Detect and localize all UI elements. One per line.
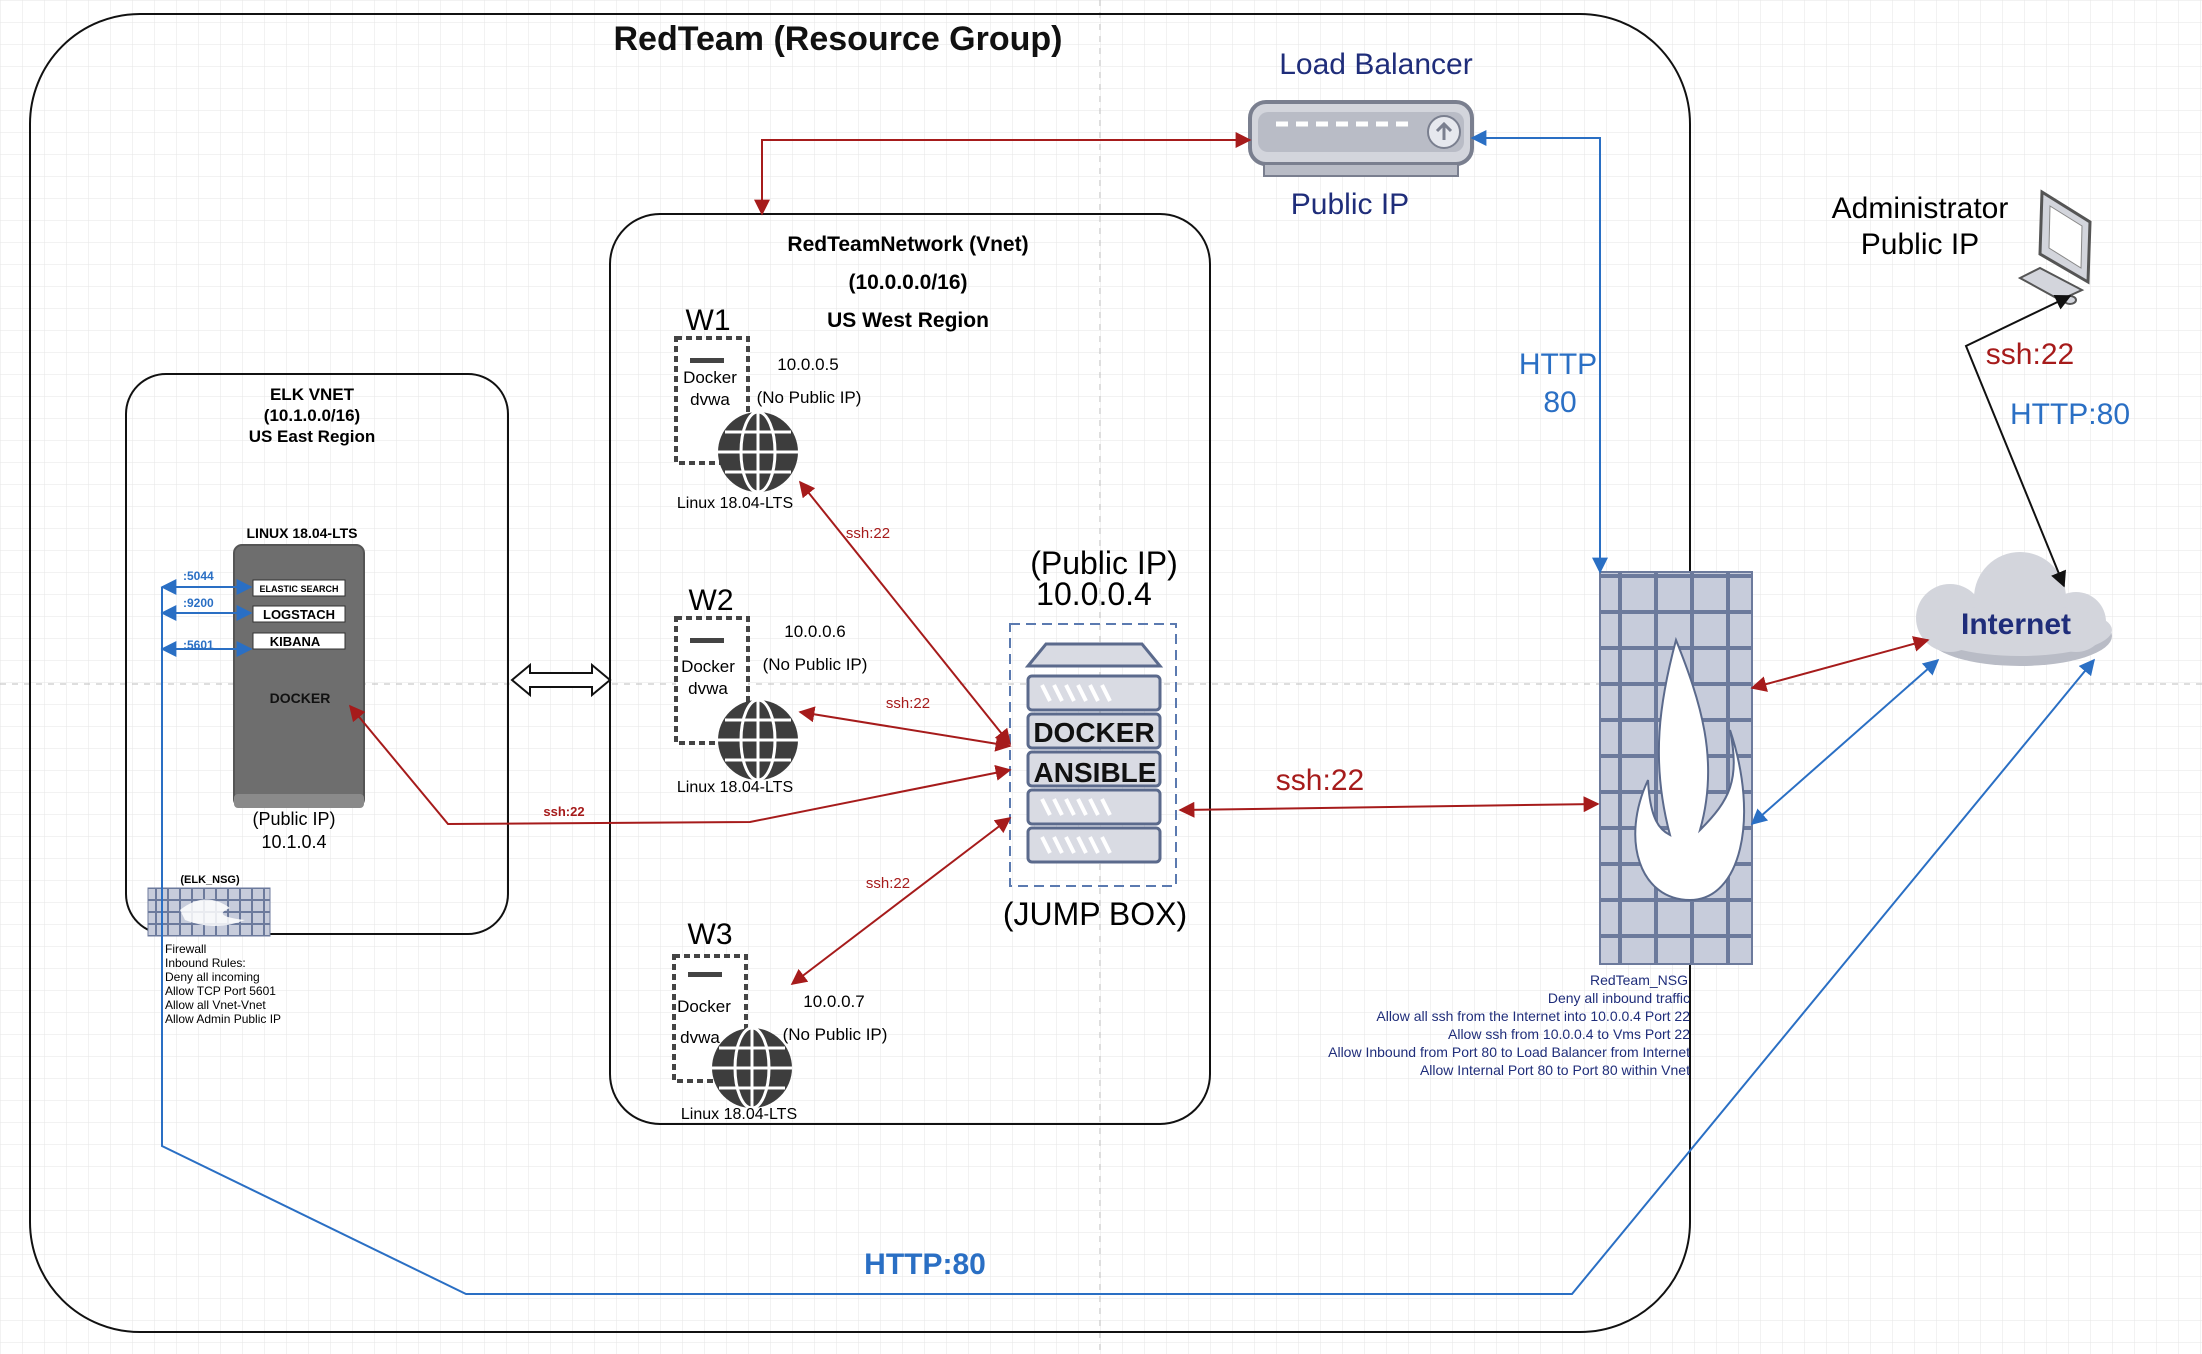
jumpbox-w1-link [798,480,1012,746]
admin-ssh-label: ssh:22 [1986,338,2074,371]
admin-http-label: HTTP:80 [2010,398,2130,431]
redteam-nsg-line-3: Allow all ssh from the Internet into 10.… [1376,1008,1690,1024]
admin-public-ip: Public IP [1861,228,1979,261]
lb-firewall-link [1470,130,1608,574]
jumpbox-top-icon [1024,642,1164,668]
elasticsearch-label: ELASTIC SEARCH [259,584,338,594]
redteam-nsg-line-6: Allow Internal Port 80 to Port 80 within… [1420,1062,1690,1078]
lb-http-port: 80 [1543,386,1576,419]
port-5601: :5601 [183,638,214,652]
kibana-box [252,632,346,650]
load-balancer-public-ip: Public IP [1291,188,1409,221]
logstash-box [252,605,346,623]
elk-ip: 10.1.0.4 [261,832,326,852]
firewall-internet-http-link [1750,658,1940,826]
jumpbox-w3-link [790,817,1012,985]
w2-name: W2 [689,584,734,617]
w1-app: dvwa [690,390,730,409]
port-5044: :5044 [183,569,214,583]
w2-docker: Docker [681,657,735,676]
elk-os-label: LINUX 18.04-LTS [247,525,358,541]
elk-vnet-cidr: (10.1.0.0/16) [264,406,360,425]
elk-nsg-rule-5: Allow all Vnet-Vnet [165,998,266,1012]
jumpbox-docker: DOCKER [1033,717,1154,748]
resource-group-title: RedTeam (Resource Group) [613,20,1062,58]
bottom-http-label: HTTP:80 [864,1248,986,1281]
elk-nsg-rule-4: Allow TCP Port 5601 [165,984,276,998]
w2-slot-icon [690,638,724,643]
elasticsearch-box [252,579,346,597]
w1-docker: Docker [683,368,737,387]
jumpbox-w2-ssh-label: ssh:22 [886,695,930,712]
jumpbox-server-stack-icon [1026,674,1162,864]
elk-vnet-region: US East Region [249,427,376,446]
w1-os: Linux 18.04-LTS [677,495,793,512]
w2-os: Linux 18.04-LTS [677,779,793,796]
jumpbox-firewall-ssh-label: ssh:22 [1276,764,1364,797]
w3-app: dvwa [680,1028,720,1047]
elk-nsg-rule-3: Deny all incoming [165,970,260,984]
jumpbox-elk-link [348,704,1012,826]
vnet-region: US West Region [827,309,989,332]
firewall-flame-icon [1634,636,1746,902]
w3-name: W3 [688,918,733,951]
elk-nsg-rule-6: Allow Admin Public IP [165,1012,281,1026]
w3-note: (No Public IP) [783,1025,888,1044]
jumpbox-public-ip-label: (Public IP) [1030,545,1178,581]
jumpbox-w1-ssh-label: ssh:22 [846,525,890,542]
elk-internet-http-link [161,587,2096,1295]
w3-os: Linux 18.04-LTS [681,1106,797,1123]
elk-vnet-boundary [125,373,509,935]
vnet-peering-arrow [510,662,612,698]
elk-nsg-flame-icon [180,899,245,926]
w1-name: W1 [686,304,731,337]
redteam-nsg-line-4: Allow ssh from 10.0.0.4 to Vms Port 22 [1448,1026,1690,1042]
vnet-title: RedTeamNetwork (Vnet) [787,233,1028,256]
jumpbox-firewall-link [1178,796,1600,818]
w2-ip: 10.0.0.6 [784,622,845,641]
w1-globe-icon [718,410,798,494]
elk-nsg-rule-1: Firewall [165,942,206,956]
elk-nsg-name: (ELK_NSG) [180,874,240,886]
w2-app: dvwa [688,679,728,698]
internet-cloud-icon [1916,552,2112,666]
jumpbox-ansible: ANSIBLE [1034,757,1157,788]
jumpbox-label: (JUMP BOX) [1003,896,1187,932]
port-9200: :9200 [183,596,214,610]
load-balancer-icon [1248,100,1474,177]
w3-docker: Docker [677,997,731,1016]
elk-server-base [234,794,364,808]
admin-internet-link [1964,295,2072,588]
redteam-nsg-line-1: RedTeam_NSG [1590,972,1688,988]
jumpbox-ip: 10.0.0.4 [1036,576,1152,612]
w2-globe-icon [718,698,798,782]
jumpbox-w3-ssh-label: ssh:22 [866,875,910,892]
admin-label: Administrator [1832,192,2009,225]
redteam-nsg-line-5: Allow Inbound from Port 80 to Load Balan… [1328,1044,1690,1060]
internet-label: Internet [1961,608,2071,641]
elk-docker-label: DOCKER [270,690,331,706]
elk-vnet-title: ELK VNET [270,385,355,404]
w2-note: (No Public IP) [763,655,868,674]
lb-http-label: HTTP [1519,348,1597,381]
jumpbox-elk-ssh-label: ssh:22 [543,804,584,819]
vnet-cidr: (10.0.0.0/16) [848,271,967,294]
w1-slot-icon [690,358,724,363]
logstash-label: LOGSTACH [263,607,335,622]
elk-public-ip-label: (Public IP) [252,809,335,829]
w1-note: (No Public IP) [757,388,862,407]
kibana-label: KIBANA [270,634,321,649]
w3-slot-icon [688,972,722,977]
w1-ip: 10.0.0.5 [777,355,838,374]
load-balancer-label: Load Balancer [1279,48,1472,81]
elk-nsg-rule-2: Inbound Rules: [165,956,246,970]
w3-globe-icon [712,1026,792,1110]
lb-vnet-link [754,132,1252,216]
redteam-nsg-line-2: Deny all inbound traffic [1548,990,1690,1006]
w3-ip: 10.0.0.7 [803,992,864,1011]
